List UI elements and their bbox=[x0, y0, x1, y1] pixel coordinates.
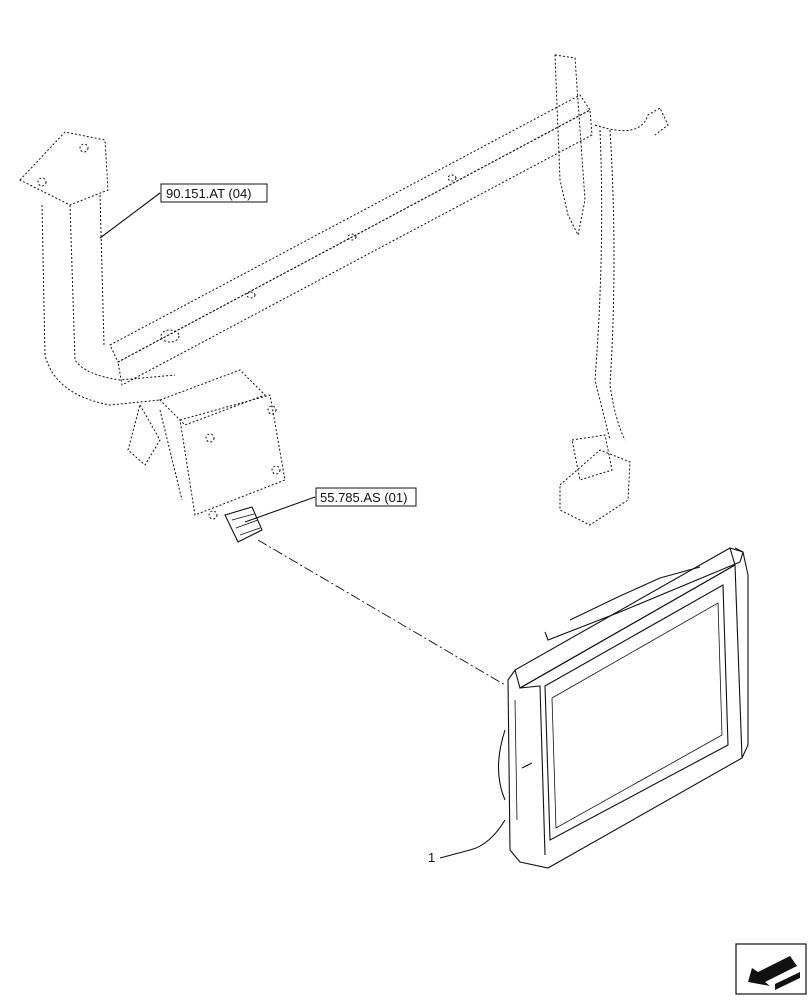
callout-display: 1 bbox=[428, 819, 506, 865]
mounting-beam bbox=[109, 54, 593, 386]
bracket-ref-label: 90.151.AT (04) bbox=[166, 186, 252, 201]
connector-ref-label: 55.785.AS (01) bbox=[320, 490, 407, 505]
connection-line bbox=[257, 539, 506, 686]
support-bracket bbox=[19, 131, 176, 406]
wiring-harness bbox=[559, 107, 669, 526]
item-number-label: 1 bbox=[428, 850, 435, 865]
plug-connector bbox=[224, 506, 263, 543]
display-monitor bbox=[498, 547, 749, 869]
callout-bracket: 90.151.AT (04) bbox=[99, 183, 268, 239]
arrow-back-icon[interactable] bbox=[735, 943, 807, 995]
callout-connector: 55.785.AS (01) bbox=[244, 487, 417, 523]
connector-housing bbox=[127, 369, 286, 520]
